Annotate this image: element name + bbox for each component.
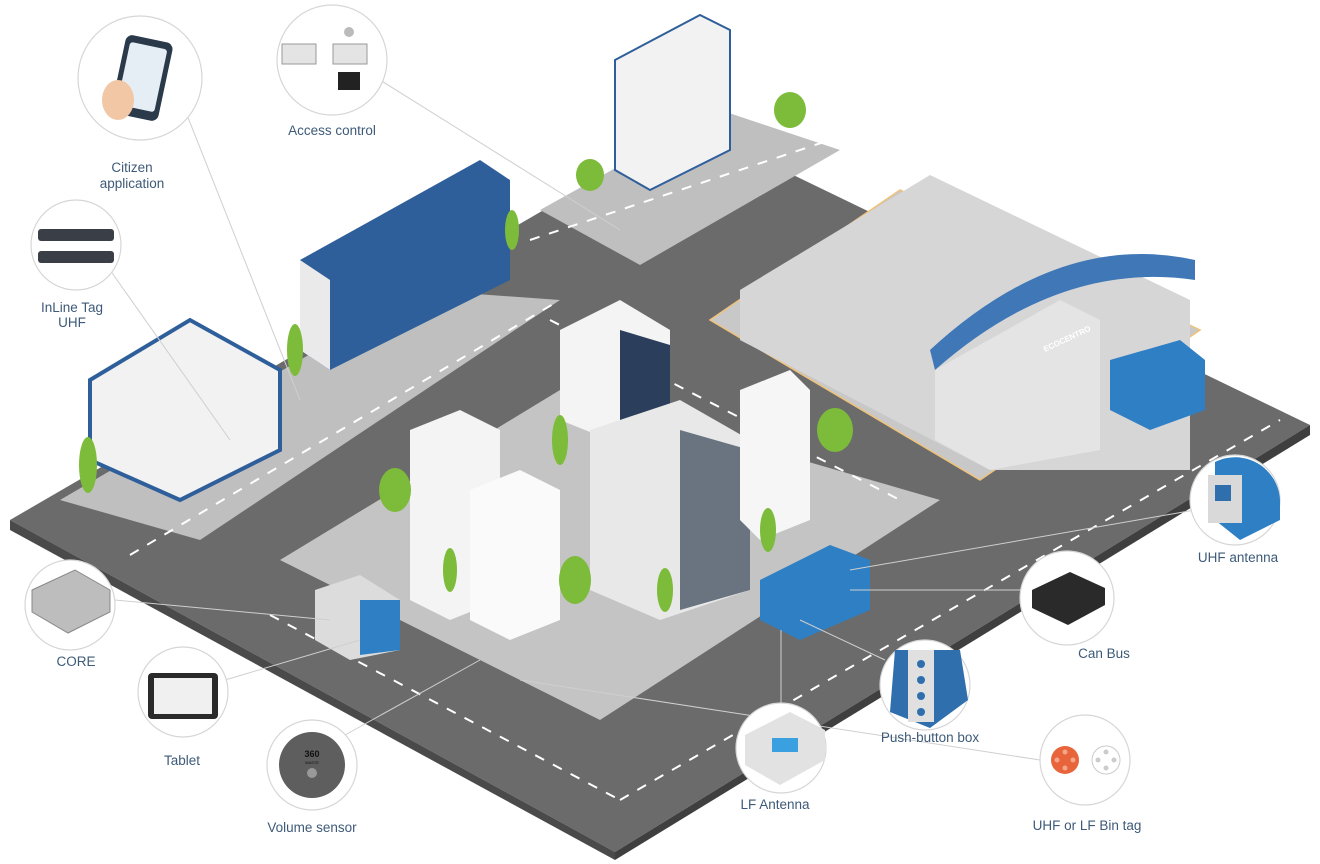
lock-icon <box>338 72 360 90</box>
inline-tag-label: InLine Tag <box>41 300 103 315</box>
citizen-application-label: Citizen <box>111 160 152 175</box>
callout-inline-tag: InLine Tag UHF <box>30 199 122 330</box>
tag-icon <box>38 229 114 241</box>
hand-icon <box>102 80 134 120</box>
sensor-brand: 360 <box>304 749 319 759</box>
callout-volume-sensor: 360 WASTE Volume sensor <box>266 719 358 835</box>
citizen-application-label-line2: application <box>100 176 165 191</box>
trees <box>79 92 853 612</box>
callout-push-button-box: Push-button box <box>879 639 980 745</box>
lf-antenna-label: LF Antenna <box>740 797 810 812</box>
inline-tag-label-line2: UHF <box>58 315 86 330</box>
uhf-tag-icon <box>1051 746 1079 774</box>
callout-can-bus: Can Bus <box>1019 550 1130 661</box>
can-bus-device-icon <box>1032 572 1105 625</box>
callout-citizen-application: Citizen application <box>77 15 203 191</box>
core-box-icon <box>31 569 111 634</box>
vehicles <box>315 340 1205 660</box>
callout-access-control: Access control <box>276 4 388 138</box>
controller-icon <box>281 43 317 65</box>
buildings: ECOCENTRO <box>88 13 1195 640</box>
can-bus-label: Can Bus <box>1078 646 1130 661</box>
core-label: CORE <box>56 654 95 669</box>
callout-core: CORE <box>24 559 116 669</box>
access-control-label: Access control <box>288 123 376 138</box>
volume-sensor-label: Volume sensor <box>267 820 357 835</box>
callout-tablet: Tablet <box>137 646 229 768</box>
bin-tag-label: UHF or LF Bin tag <box>1033 818 1142 833</box>
sensor-brand-sub: WASTE <box>305 760 319 765</box>
tablet-label: Tablet <box>164 753 200 768</box>
lf-antenna-icon <box>772 738 798 752</box>
lf-tag-icon <box>1091 745 1121 775</box>
push-button-box-label: Push-button box <box>881 730 980 745</box>
volume-sensor-icon <box>279 732 345 798</box>
callout-bin-tag: UHF or LF Bin tag <box>1033 714 1142 833</box>
callout-lf-antenna: LF Antenna <box>735 702 827 812</box>
callout-uhf-antenna: UHF antenna <box>1189 454 1281 565</box>
uhf-antenna-label: UHF antenna <box>1198 550 1279 565</box>
